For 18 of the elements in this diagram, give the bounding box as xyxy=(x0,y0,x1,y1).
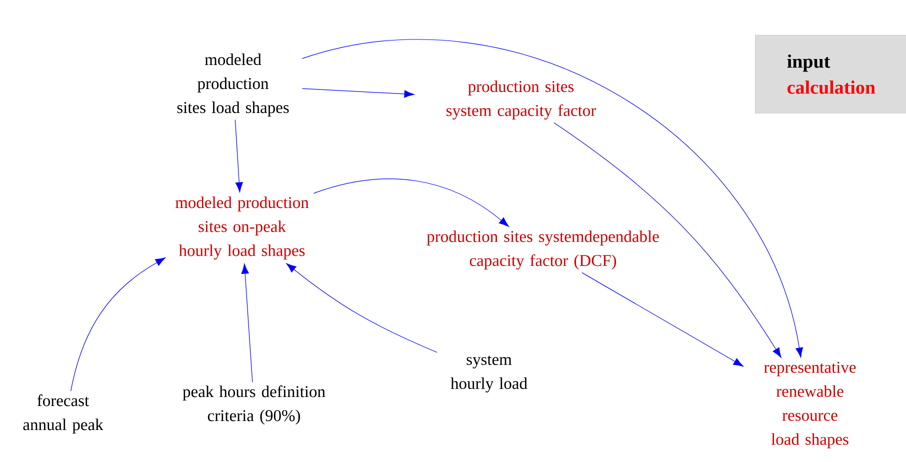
arrow xyxy=(234,119,243,192)
node-label: forecast annual peak xyxy=(23,394,104,434)
arrow xyxy=(241,264,253,383)
node-label: production sites systemdependable capacity factor (DCF) xyxy=(426,230,659,270)
node-label: representative renewable resource load shapes xyxy=(764,362,856,448)
arrow xyxy=(302,88,414,98)
node-label: modeled production sites load shapes xyxy=(177,54,289,116)
node-label: modeled production sites on-peak hourly load shapes xyxy=(175,196,309,260)
arrow xyxy=(286,263,438,353)
arrow xyxy=(313,178,509,227)
arrow xyxy=(582,272,744,367)
node-label: production sites system capacity factor xyxy=(446,80,596,120)
arrow xyxy=(302,39,804,358)
node-label: system hourly load xyxy=(450,356,528,392)
node-label: peak hours definition criteria (90%) xyxy=(182,385,326,425)
legend-box: input calculation xyxy=(755,35,906,114)
arrow xyxy=(554,122,782,358)
arrow xyxy=(70,258,166,392)
